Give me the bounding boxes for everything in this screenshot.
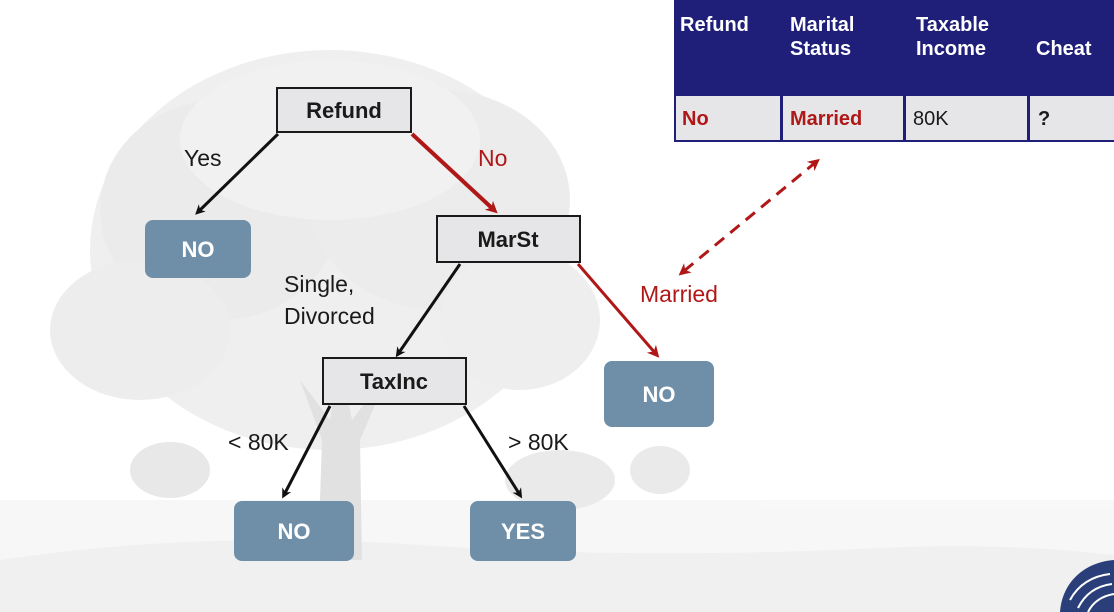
decision-node-taxinc: TaxInc (322, 357, 467, 405)
table-header-cheat: Cheat (1036, 38, 1092, 60)
leaf-node-married-label: NO (643, 382, 676, 407)
tree-photo-icon (0, 50, 1114, 612)
edge-marst-married (576, 263, 660, 358)
decision-node-marst-label: MarSt (477, 227, 539, 252)
logo-icon (1060, 560, 1114, 612)
table-header-income-line2: Income (916, 38, 986, 60)
edge-refund-no (410, 132, 498, 214)
edge-label-single-line2: Divorced (284, 303, 375, 329)
edge-label-high-income: > 80K (508, 429, 569, 455)
edge-taxinc-low (282, 405, 332, 499)
edge-refund-yes (195, 132, 280, 215)
table-cell-refund: No (682, 108, 709, 130)
table-header-marital-line1: Marital (790, 14, 854, 36)
edge-label-low-income: < 80K (228, 429, 289, 455)
edge-label-single-line1: Single, (284, 271, 354, 297)
decision-node-refund-label: Refund (306, 98, 382, 123)
edge-label-yes: Yes (184, 145, 222, 171)
decision-node-marst: MarSt (436, 215, 581, 263)
table-header-income-line1: Taxable (916, 14, 989, 36)
table-cell-marital-status: Married (790, 108, 862, 130)
tree-edges (195, 132, 820, 499)
table-header-marital-line2: Status (790, 38, 851, 60)
decision-node-taxinc-label: TaxInc (360, 369, 428, 394)
leaf-node-married: NO (604, 361, 714, 427)
table-cell-cheat: ? (1038, 108, 1050, 130)
leaf-node-refund-yes: NO (145, 220, 251, 278)
table-row: No Married 80K ? (674, 94, 1114, 142)
edge-marst-single (395, 263, 462, 358)
leaf-node-high-income: YES (470, 501, 576, 561)
test-record-table: Refund Marital Status Taxable Income Che… (674, 0, 1114, 142)
table-header-refund: Refund (680, 14, 749, 36)
edge-taxinc-high (462, 405, 523, 499)
leaf-node-low-income-label: NO (278, 519, 311, 544)
table-header-row: Refund Marital Status Taxable Income Che… (680, 14, 1092, 60)
edge-labels: Yes No Single, Divorced Married < 80K > … (184, 145, 718, 455)
leaf-node-high-income-label: YES (501, 519, 545, 544)
leaf-node-refund-yes-label: NO (182, 237, 215, 262)
edge-label-married: Married (640, 281, 718, 307)
leaf-node-low-income: NO (234, 501, 354, 561)
decision-node-refund: Refund (276, 87, 412, 133)
table-cell-taxable-income: 80K (913, 108, 949, 130)
edge-match-link (678, 158, 820, 276)
edge-label-no: No (478, 145, 507, 171)
